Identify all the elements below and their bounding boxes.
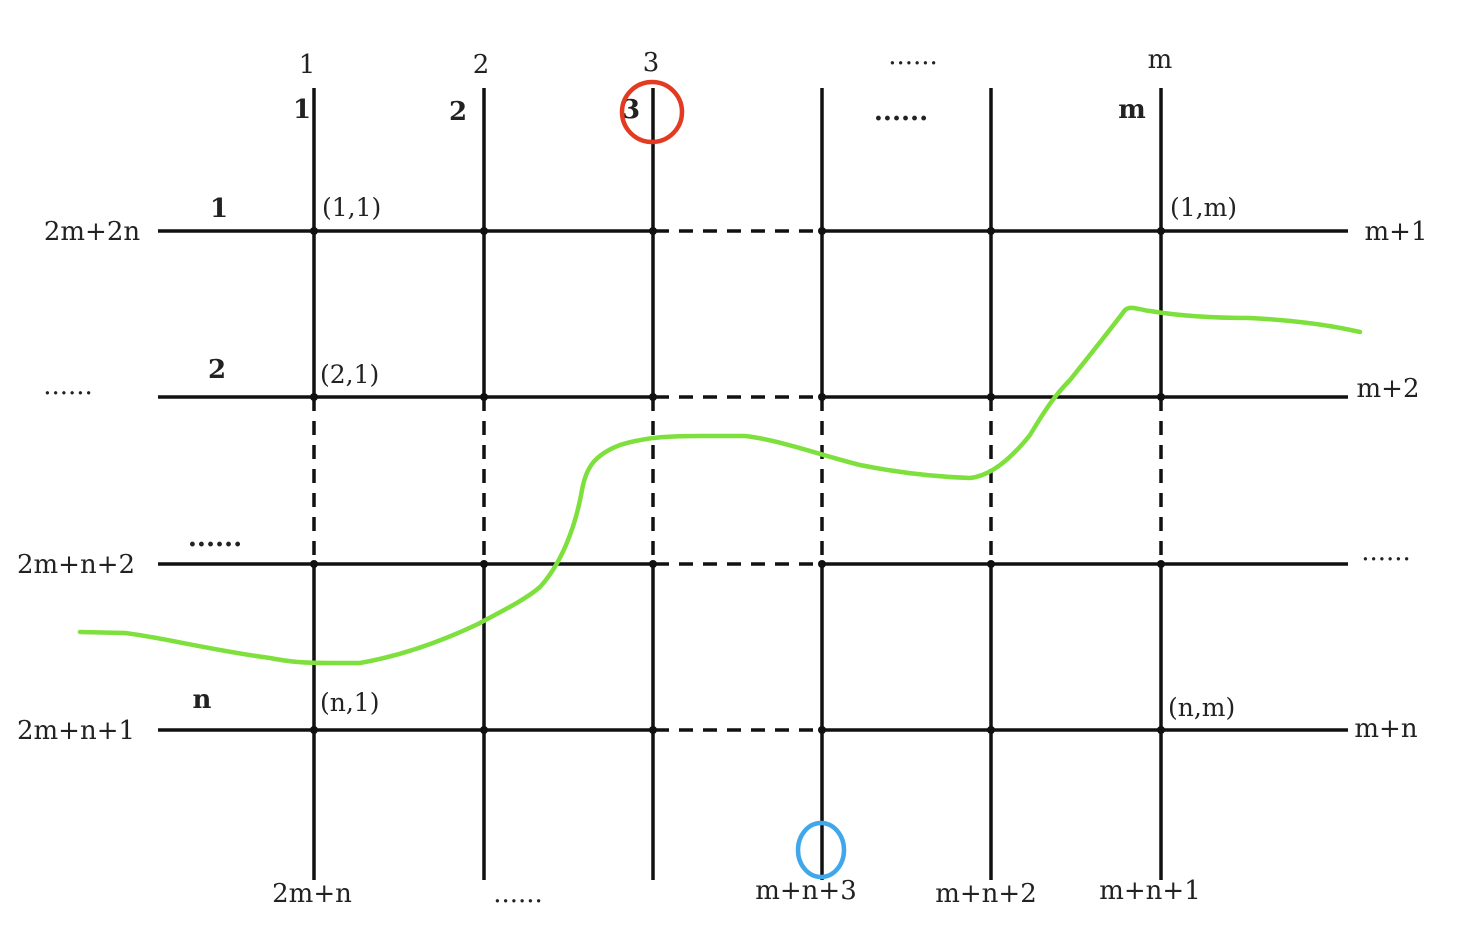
inner-row-labels: 1 2 ...... n — [188, 194, 242, 715]
vertical-lines — [312, 88, 1163, 880]
intersection-dot-1-2 — [480, 227, 488, 235]
intersection-dot-2-2 — [480, 393, 488, 401]
intersection-dot-2-6 — [1157, 393, 1165, 401]
top-label-m: m — [1148, 45, 1173, 75]
cell-label-n-m: (n,m) — [1168, 693, 1235, 722]
intersection-dot-1-4 — [818, 227, 826, 235]
bottom-label-m-n-1: m+n+1 — [1099, 876, 1201, 906]
intersection-dot-4-6 — [1157, 726, 1165, 734]
intersection-dot-4-1 — [310, 726, 318, 734]
intersection-dot-2-4 — [818, 393, 826, 401]
intersection-dot-3-3 — [649, 560, 657, 568]
inner-row-label-n: n — [193, 685, 212, 715]
bottom-label-m-n-2: m+n+2 — [935, 879, 1037, 909]
bottom-label-m-n-3: m+n+3 — [755, 876, 857, 906]
top-label-ellipsis: ...... — [888, 41, 938, 71]
intersection-dot-2-1 — [310, 393, 318, 401]
inner-col-label-3: 3 — [622, 95, 640, 125]
intersection-dot-4-4 — [818, 726, 826, 734]
cell-label-n-1: (n,1) — [320, 688, 379, 717]
cell-label-1-1: (1,1) — [322, 193, 381, 222]
intersection-dot-2-5 — [987, 393, 995, 401]
bottom-label-2m-n: 2m+n — [272, 879, 352, 909]
blue-circle-marker — [795, 820, 847, 880]
right-label-ellipsis: ...... — [1361, 537, 1411, 567]
top-label-1: 1 — [299, 50, 316, 80]
inner-row-label-1: 1 — [210, 194, 228, 224]
intersection-dots — [310, 227, 1165, 734]
left-edge-labels: 2m+2n ...... 2m+n+2 2m+n+1 — [17, 217, 140, 746]
inner-col-label-2: 2 — [449, 97, 467, 127]
horizontal-lines — [158, 229, 1348, 732]
top-column-labels: 1 2 3 ...... m — [299, 41, 1173, 80]
bottom-labels: 2m+n ...... m+n+3 m+n+2 m+n+1 — [272, 876, 1201, 909]
left-label-ellipsis: ...... — [43, 371, 93, 401]
top-label-2: 2 — [473, 50, 490, 80]
right-label-m-n: m+n — [1354, 714, 1417, 744]
top-label-3: 3 — [643, 48, 660, 78]
green-curve — [77, 305, 1363, 666]
inner-row-label-2: 2 — [208, 355, 226, 385]
inner-col-label-ellipsis: ...... — [874, 97, 928, 127]
intersection-dot-3-6 — [1157, 560, 1165, 568]
red-circle-marker — [619, 79, 685, 145]
left-label-2m-n-1: 2m+n+1 — [17, 716, 135, 746]
inner-column-labels: 1 2 3 ...... m — [293, 95, 1146, 127]
intersection-dot-1-3 — [649, 227, 657, 235]
intersection-dot-1-6 — [1157, 227, 1165, 235]
intersection-dot-1-5 — [987, 227, 995, 235]
intersection-dot-3-4 — [818, 560, 826, 568]
intersection-dot-3-1 — [310, 560, 318, 568]
cell-labels: (1,1) (1,m) (2,1) (n,1) (n,m) — [320, 193, 1237, 722]
left-label-2m-2n: 2m+2n — [44, 217, 141, 247]
right-label-m-1: m+1 — [1365, 217, 1428, 247]
bottom-label-ellipsis: ...... — [493, 879, 543, 909]
intersection-dot-3-5 — [987, 560, 995, 568]
intersection-dot-4-3 — [649, 726, 657, 734]
intersection-dot-2-3 — [649, 393, 657, 401]
right-label-m-2: m+2 — [1357, 374, 1420, 404]
cell-label-1-m: (1,m) — [1170, 193, 1237, 222]
intersection-dot-3-2 — [480, 560, 488, 568]
right-edge-labels: m+1 m+2 ...... m+n — [1354, 217, 1427, 744]
left-label-2m-n-2: 2m+n+2 — [17, 550, 135, 580]
inner-row-label-ellipsis: ...... — [188, 523, 242, 553]
intersection-dot-4-5 — [987, 726, 995, 734]
cell-label-2-1: (2,1) — [320, 360, 379, 389]
intersection-dot-1-1 — [310, 227, 318, 235]
inner-col-label-1: 1 — [293, 95, 311, 125]
intersection-dot-4-2 — [480, 726, 488, 734]
inner-col-label-m: m — [1118, 95, 1146, 125]
